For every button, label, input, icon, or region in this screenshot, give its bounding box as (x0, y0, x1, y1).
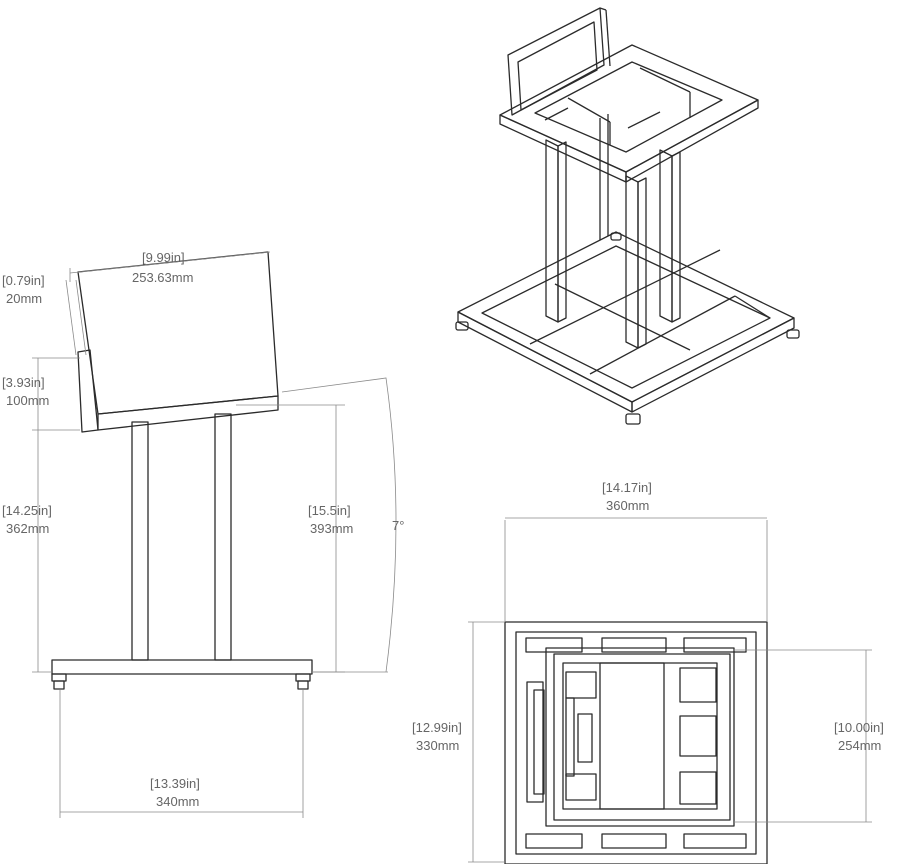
iso-top-frame (499, 44, 759, 183)
side-back-stop (77, 349, 99, 433)
plan-top-board (545, 647, 735, 827)
side-foot-right (295, 673, 311, 682)
iso-feet (455, 232, 800, 425)
plan-backrest (526, 681, 544, 803)
rear-height-in: [15.5in] (308, 503, 351, 518)
plan-base-outer (504, 621, 768, 864)
plan-width-mm: 360mm (606, 498, 649, 513)
side-front-leg (131, 421, 149, 661)
base-width-in: [13.39in] (150, 776, 200, 791)
top-width-mm: 253.63mm (132, 270, 193, 285)
iso-backrest (507, 7, 611, 116)
dimension-labels: [0.79in] 20mm [9.99in] 253.63mm [3.93in]… (2, 250, 884, 809)
back-height-in: [3.93in] (2, 375, 45, 390)
side-foot-left (51, 673, 67, 682)
top-depth-mm: 254mm (838, 738, 881, 753)
back-thickness-in: [0.79in] (2, 273, 45, 288)
base-width-mm: 340mm (156, 794, 199, 809)
isometric-view (455, 7, 800, 425)
plan-view (468, 517, 872, 864)
plan-dimension-lines (468, 517, 872, 863)
plan-depth-mm: 330mm (416, 738, 459, 753)
iso-legs (545, 114, 681, 349)
side-base (51, 659, 313, 675)
top-depth-in: [10.00in] (834, 720, 884, 735)
plan-width-in: [14.17in] (602, 480, 652, 495)
back-thickness-mm: 20mm (6, 291, 42, 306)
side-rear-leg (214, 413, 232, 661)
back-height-mm: 100mm (6, 393, 49, 408)
plan-depth-in: [12.99in] (412, 720, 462, 735)
front-height-in: [14.25in] (2, 503, 52, 518)
side-dimension-lines (32, 251, 397, 818)
rear-height-mm: 393mm (310, 521, 353, 536)
top-width-in: [9.99in] (142, 250, 185, 265)
side-view (32, 251, 397, 818)
tilt-angle: 7° (392, 518, 404, 533)
front-height-mm: 362mm (6, 521, 49, 536)
iso-base-frame (457, 231, 795, 413)
